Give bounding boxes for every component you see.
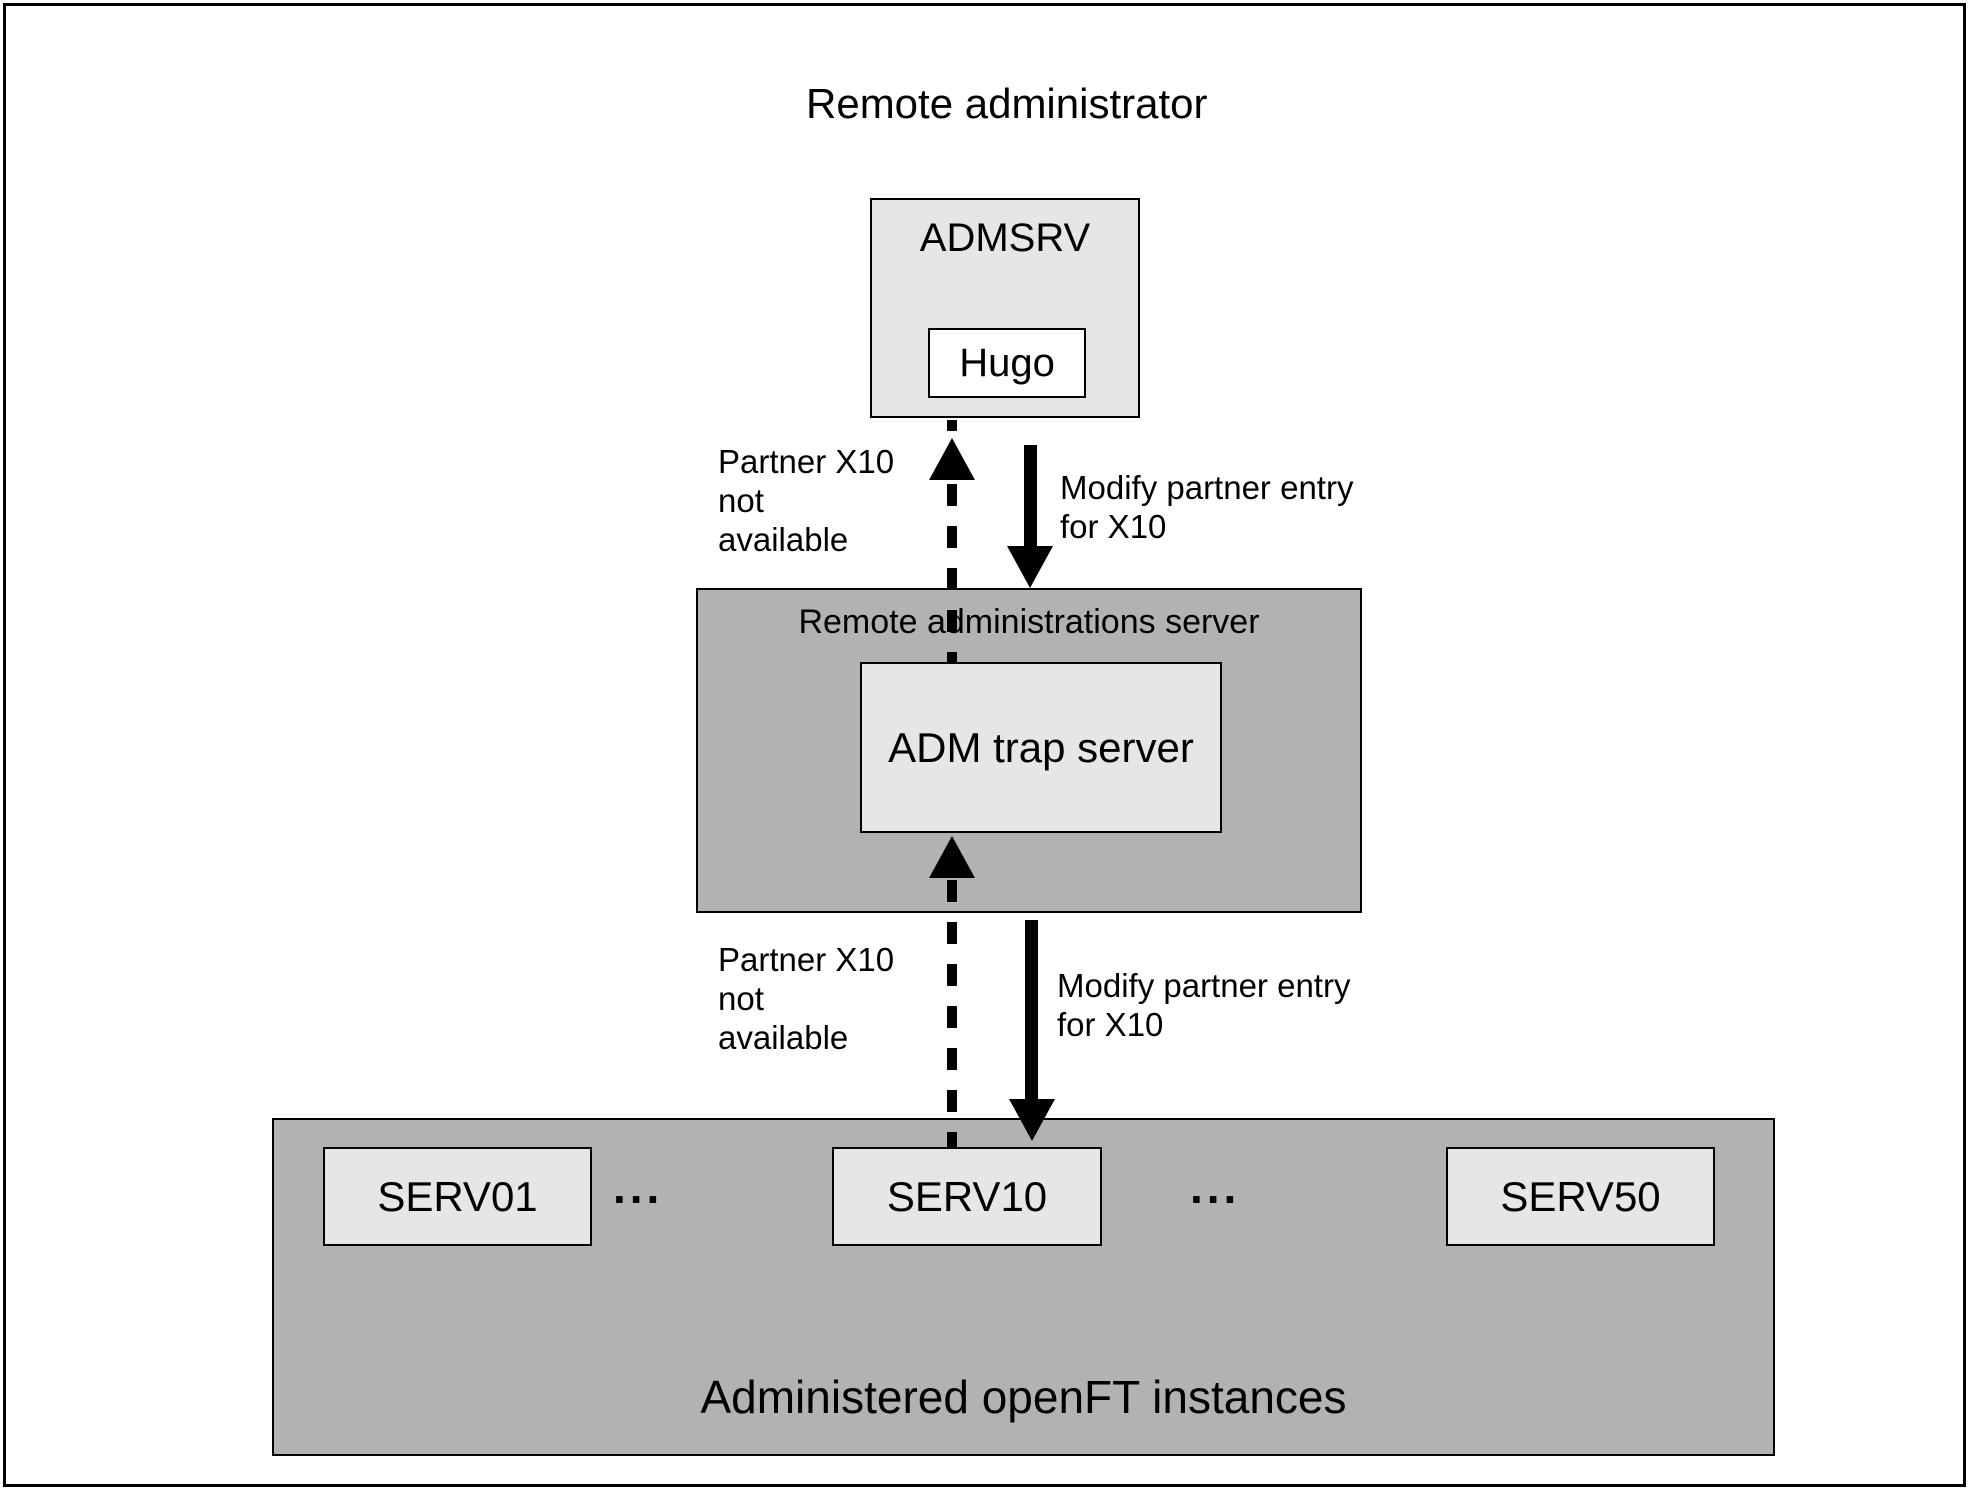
note-line: for X10 — [1060, 508, 1167, 545]
arrowhead-up-icon — [929, 836, 975, 878]
note-partner-unavailable-top: Partner X10 not available — [718, 442, 894, 559]
arrowhead-down-icon — [1009, 1099, 1055, 1141]
diagram-title: Remote administrator — [806, 80, 1208, 127]
page-border — [3, 3, 1966, 1487]
adm-trap-server-label: ADM trap server — [888, 723, 1194, 771]
note-line: Partner X10 — [718, 443, 895, 480]
arrowhead-up-icon — [929, 438, 975, 480]
note-line: not — [718, 482, 764, 519]
note-line: for X10 — [1057, 1006, 1164, 1043]
adm-trap-server-box: ADM trap server — [860, 662, 1222, 833]
instances-box: SERV01 ... SERV10 ... SERV50 Administere… — [272, 1118, 1775, 1456]
serv01-label: SERV01 — [377, 1172, 538, 1220]
arrow-dashed-shaft — [947, 880, 957, 1147]
arrowhead-down-icon — [1007, 546, 1053, 588]
hugo-label: Hugo — [959, 340, 1055, 385]
note-modify-entry-bottom: Modify partner entry for X10 — [1057, 966, 1350, 1044]
note-modify-entry-top: Modify partner entry for X10 — [1060, 468, 1353, 546]
serv50-label: SERV50 — [1500, 1172, 1661, 1220]
note-line: available — [718, 1019, 849, 1056]
note-line: Modify partner entry — [1057, 967, 1351, 1004]
instances-label: Administered openFT instances — [700, 1371, 1347, 1423]
note-partner-unavailable-bottom: Partner X10 not available — [718, 940, 894, 1057]
note-line: available — [718, 521, 849, 558]
note-line: not — [718, 980, 764, 1017]
note-line: Modify partner entry — [1060, 469, 1354, 506]
serv50-box: SERV50 — [1446, 1147, 1715, 1246]
remote-admin-server-box: Remote administrations server ADM trap s… — [696, 588, 1362, 913]
serv01-box: SERV01 — [323, 1147, 592, 1246]
ellipsis-right: ... — [1190, 1161, 1241, 1213]
admsrv-box: ADMSRV Hugo — [870, 198, 1140, 418]
arrow-solid-shaft — [1024, 445, 1037, 546]
arrow-dash-segment — [947, 420, 957, 431]
serv10-label: SERV10 — [886, 1172, 1048, 1220]
serv10-box: SERV10 — [832, 1147, 1102, 1246]
note-line: Partner X10 — [718, 941, 895, 978]
arrow-solid-shaft — [1025, 920, 1038, 1099]
admsrv-label: ADMSRV — [919, 216, 1091, 260]
arrow-dashed-shaft — [947, 484, 957, 662]
ellipsis-left: ... — [613, 1161, 664, 1213]
hugo-box: Hugo — [928, 328, 1086, 398]
remote-admin-server-label: Remote administrations server — [798, 603, 1260, 641]
